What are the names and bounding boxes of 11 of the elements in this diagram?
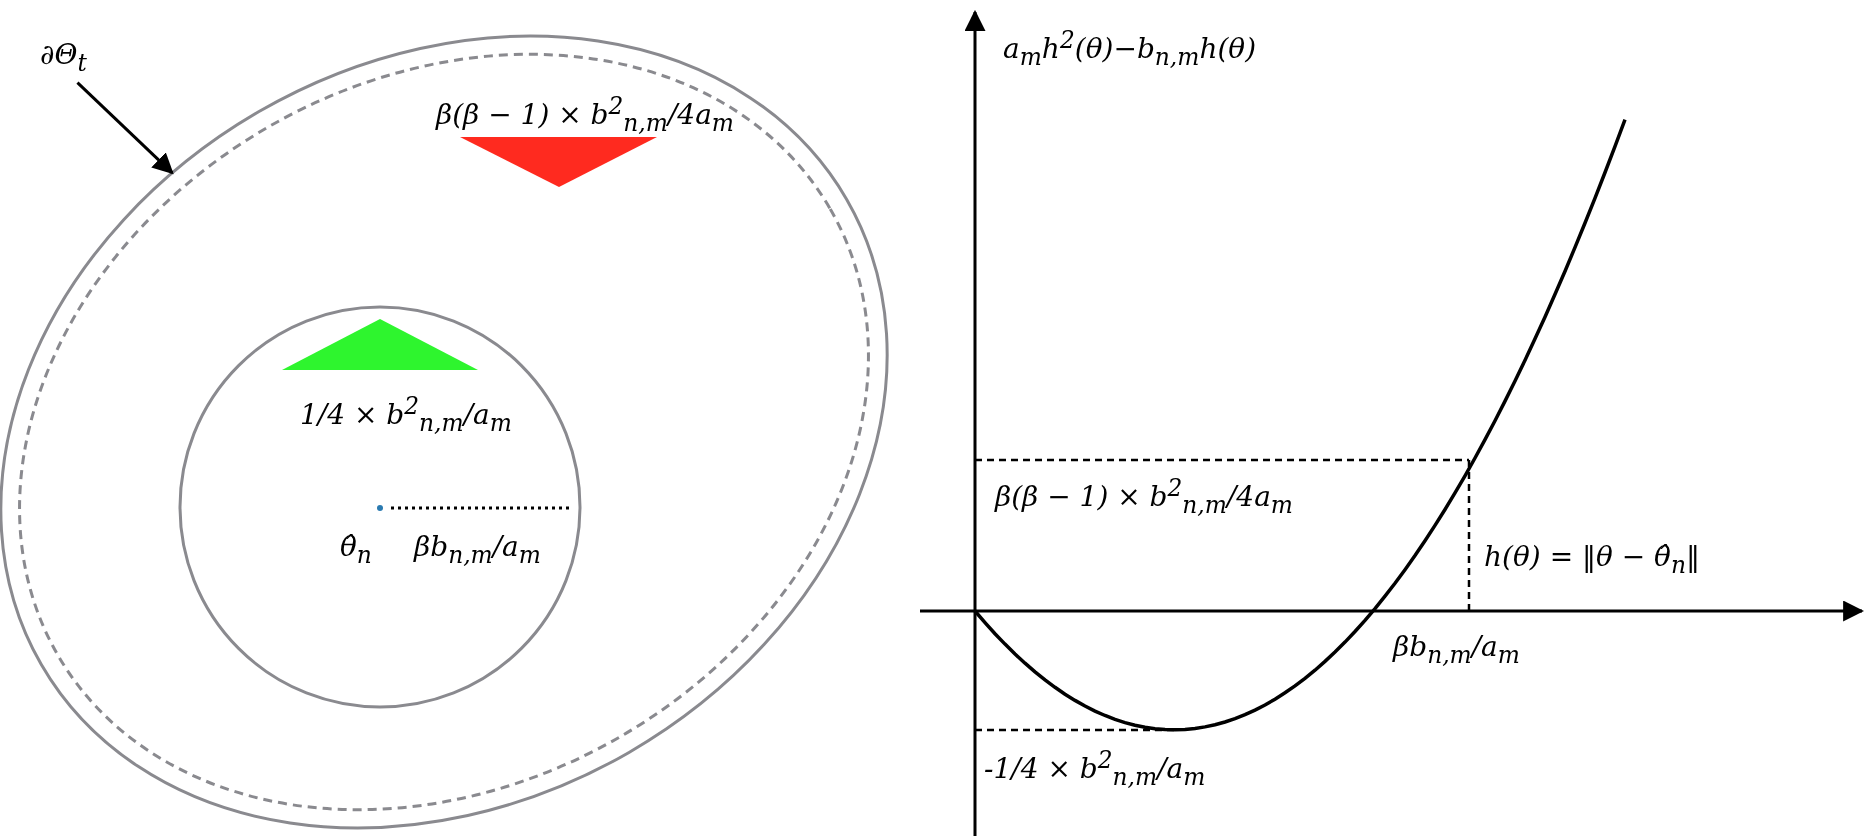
math-label: θ̂$_{n}$ (340, 530, 372, 569)
math-label: β(β − 1) × b$^{2}$$_{n,m}$/4a$_{m}$ (995, 474, 1293, 519)
math-label: h(θ) = ‖θ − θ̂$_{n}$‖ (1484, 540, 1700, 579)
math-label: βb$_{n,m}$/a$_{m}$ (414, 530, 541, 569)
boundary-label: ∂Θ$_{t}$ (40, 38, 87, 77)
math-label: 1/4 × b$^{2}$$_{n,m}$/a$_{m}$ (300, 392, 512, 437)
leader-arrow (76, 81, 174, 175)
math-label: β(β − 1) × b$^{2}$$_{n,m}$/4a$_{m}$ (436, 92, 734, 137)
math-label: a$_{m}$h$^{2}$(θ)−b$_{n,m}$h(θ) (1003, 26, 1257, 71)
math-label: βb$_{n,m}$/a$_{m}$ (1393, 630, 1520, 669)
math-label: -1/4 × b$^{2}$$_{n,m}$/a$_{m}$ (984, 746, 1206, 791)
